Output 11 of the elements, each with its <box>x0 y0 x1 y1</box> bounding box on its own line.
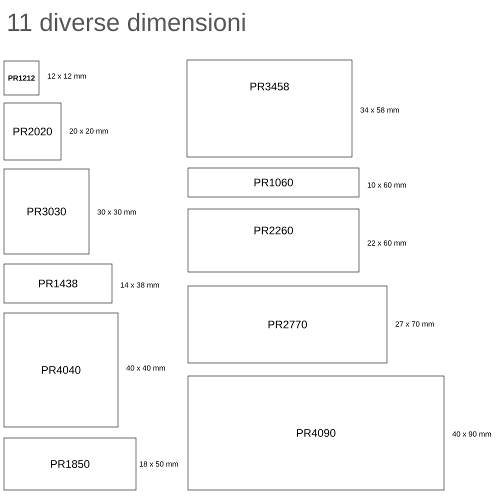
size-box: PR3458 <box>186 60 352 158</box>
size-box: PR1060 <box>188 168 360 198</box>
title: 11 diverse dimensioni <box>8 12 245 32</box>
size-box: PR4040 <box>4 312 118 428</box>
size-box: PR4090 <box>188 376 444 490</box>
size-box: PR2020 <box>4 102 62 160</box>
size-box: PR2260 <box>188 208 360 272</box>
size-box: PR3030 <box>4 168 90 254</box>
size-box: PR1850 <box>4 438 136 490</box>
size-box: PR2770 <box>188 286 388 364</box>
size-box: PR1438 <box>4 264 112 304</box>
